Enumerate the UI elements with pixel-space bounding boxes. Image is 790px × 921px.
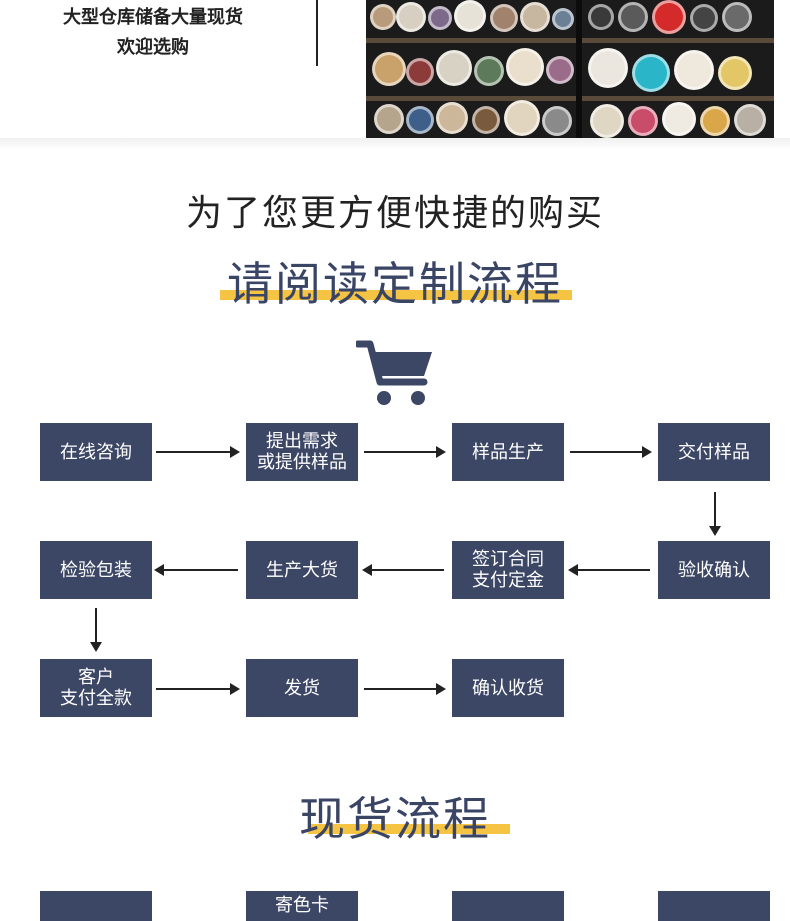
step-online-consult: 在线咨询 [40, 423, 152, 481]
arrow-right [364, 683, 446, 695]
step-sample-production: 样品生产 [452, 423, 564, 481]
arrow-left [568, 564, 650, 576]
stock-step-2: 寄色卡 [246, 891, 358, 921]
arrow-right [364, 446, 446, 458]
arrow-left [154, 564, 238, 576]
step-sign-contract-deposit: 签订合同 支付定金 [452, 541, 564, 599]
step-deliver-samples: 交付样品 [658, 423, 770, 481]
arrow-down [709, 492, 721, 536]
step-bulk-production: 生产大货 [246, 541, 358, 599]
custom-subtitle: 为了您更方便快捷的购买 [185, 193, 604, 234]
stock-title-underline [308, 824, 510, 834]
custom-title-underline [220, 290, 572, 300]
stock-step-3 [452, 891, 564, 921]
step-pay-full: 客户 支付全款 [40, 659, 152, 717]
fabric-warehouse-photo [366, 0, 774, 138]
arrow-right [156, 446, 240, 458]
step-inspect-pack: 检验包装 [40, 541, 152, 599]
shopping-cart-icon [354, 338, 436, 408]
stock-title: 现货流程 [299, 792, 491, 846]
step-confirm-receipt: 确认收货 [452, 659, 564, 717]
custom-title: 请阅读定制流程 [227, 257, 563, 311]
stock-step-1 [40, 891, 152, 921]
arrow-down [90, 608, 102, 652]
step-ship: 发货 [246, 659, 358, 717]
header-divider [316, 0, 318, 66]
step-acceptance-confirm: 验收确认 [658, 541, 770, 599]
header-line-1: 大型仓库储备大量现货 [63, 7, 243, 28]
arrow-right [156, 683, 240, 695]
step-submit-requirements: 提出需求 或提供样品 [246, 423, 358, 481]
stock-step-4 [658, 891, 770, 921]
arrow-left [362, 564, 444, 576]
header-line-2: 欢迎选购 [117, 37, 189, 58]
arrow-right [570, 446, 652, 458]
